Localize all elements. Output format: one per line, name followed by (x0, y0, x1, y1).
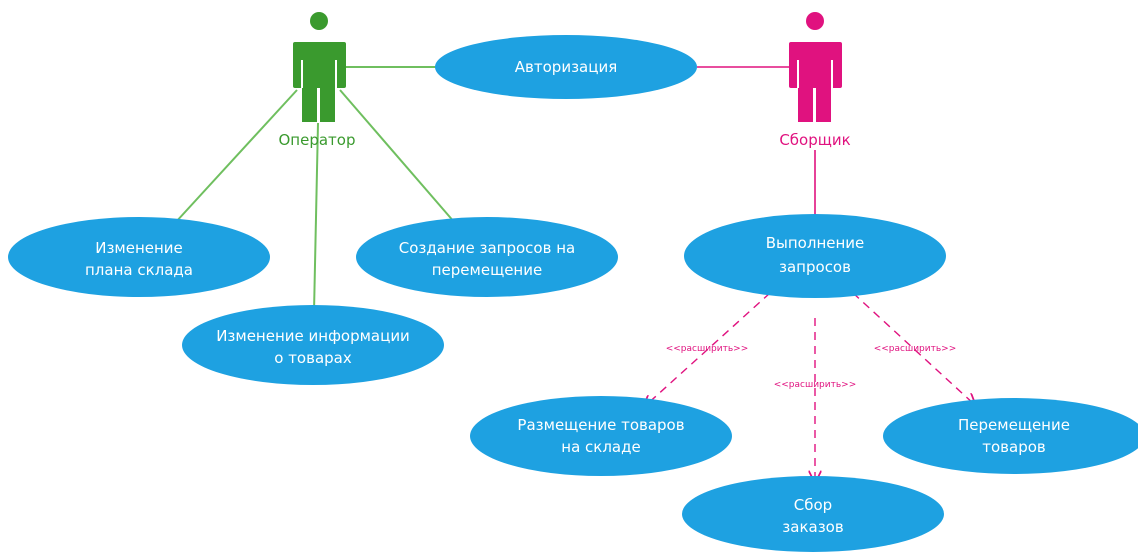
assoc-operator-requests (339, 89, 456, 224)
svg-text:на складе: на складе (561, 438, 640, 456)
collector-torso (789, 42, 842, 88)
svg-text:заказов: заказов (782, 518, 843, 536)
actor-collector[interactable]: Сборщик (779, 12, 851, 149)
extend-label-collect: <<расширить>> (774, 380, 857, 390)
svg-text:товаров: товаров (982, 438, 1046, 456)
usecase-move-line1: Перемещение (958, 416, 1070, 434)
usecase-collect-line1: Сбор (794, 496, 832, 514)
assoc-operator-plan (174, 89, 298, 224)
svg-text:Сбор: Сбор (794, 496, 832, 514)
usecase-auth[interactable]: Авторизация (435, 35, 697, 99)
operator-label: Оператор (279, 131, 356, 149)
usecase-collect[interactable]: Сбор заказов (682, 476, 944, 552)
operator-head (310, 12, 328, 30)
extend-label-move: <<расширить>> (874, 344, 957, 354)
collector-right-leg (816, 86, 831, 122)
svg-text:о товарах: о товарах (274, 349, 352, 367)
usecase-execute-line2: запросов (779, 258, 851, 276)
collector-arm-gap-left (797, 60, 799, 88)
svg-text:плана склада: плана склада (85, 261, 193, 279)
usecase-place[interactable]: Размещение товаров на складе (470, 396, 732, 476)
svg-text:Перемещение: Перемещение (958, 416, 1070, 434)
usecase-plan-line1: Изменение (95, 239, 183, 257)
usecase-auth-line1: Авторизация (515, 58, 617, 76)
usecase-plan-line2: плана склада (85, 261, 193, 279)
usecase-info-line2: о товарах (274, 349, 352, 367)
collector-left-leg (798, 86, 813, 122)
extend-place-arrow (644, 292, 771, 407)
collector-head (806, 12, 824, 30)
actor-operator[interactable]: Оператор (279, 12, 356, 149)
svg-text:перемещение: перемещение (432, 261, 542, 279)
operator-arm-gap-right (335, 60, 337, 88)
operator-right-leg (320, 86, 335, 122)
assoc-operator-info (313, 122, 319, 313)
extend-labels: <<расширить>> <<расширить>> <<расширить>… (666, 344, 957, 390)
collector-label: Сборщик (779, 131, 850, 149)
usecase-info[interactable]: Изменение информации о товарах (182, 305, 444, 385)
operator-left-leg (302, 86, 317, 122)
svg-text:Изменение: Изменение (95, 239, 183, 257)
usecase-move[interactable]: Перемещение товаров (883, 398, 1138, 474)
usecase-execute-line1: Выполнение (766, 234, 865, 252)
svg-text:Изменение информации: Изменение информации (216, 327, 410, 345)
usecase-requests-line2: перемещение (432, 261, 542, 279)
usecase-move-line2: товаров (982, 438, 1046, 456)
usecase-plan[interactable]: Изменение плана склада (8, 217, 270, 297)
extend-relations (644, 292, 975, 482)
usecase-place-line1: Размещение товаров (517, 416, 684, 434)
svg-text:Авторизация: Авторизация (515, 58, 617, 76)
usecase-execute[interactable]: Выполнение запросов (684, 214, 946, 298)
collector-associations (697, 66, 816, 214)
operator-torso (293, 42, 346, 88)
svg-text:запросов: запросов (779, 258, 851, 276)
operator-associations (174, 66, 456, 313)
operator-arm-gap-left (301, 60, 303, 88)
svg-text:Создание запросов на: Создание запросов на (399, 239, 575, 257)
usecase-place-line2: на складе (561, 438, 640, 456)
extend-label-place: <<расширить>> (666, 344, 749, 354)
svg-text:Выполнение: Выполнение (766, 234, 865, 252)
usecase-collect-line2: заказов (782, 518, 843, 536)
usecase-info-line1: Изменение информации (216, 327, 410, 345)
svg-text:Размещение товаров: Размещение товаров (517, 416, 684, 434)
collector-arm-gap-right (831, 60, 833, 88)
usecase-requests[interactable]: Создание запросов на перемещение (356, 217, 618, 297)
usecase-requests-line1: Создание запросов на (399, 239, 575, 257)
